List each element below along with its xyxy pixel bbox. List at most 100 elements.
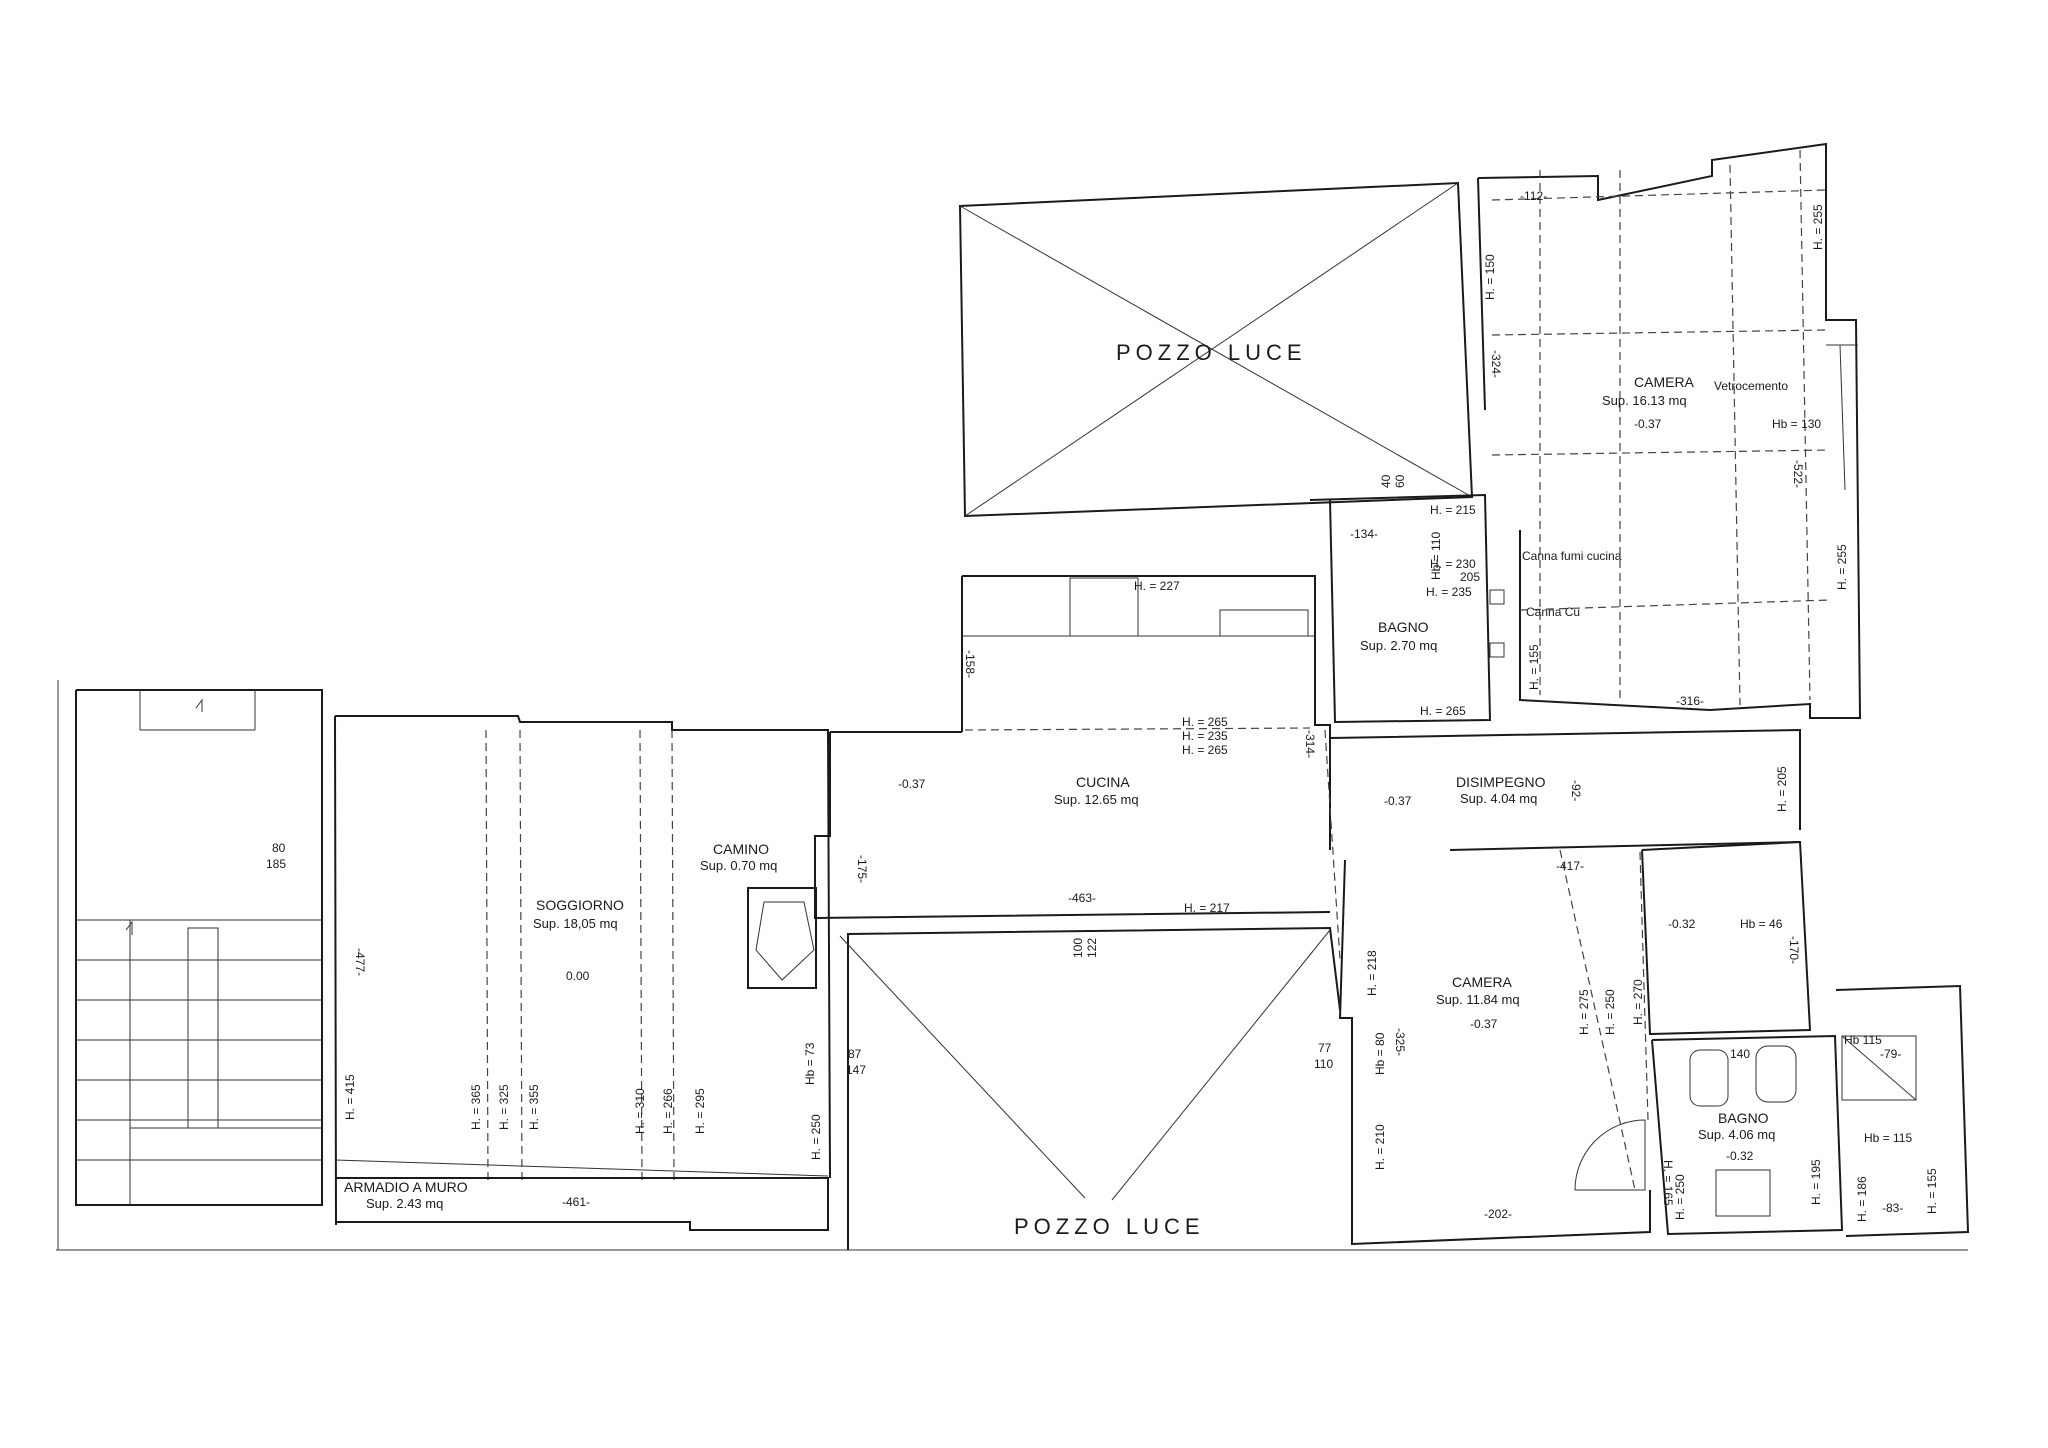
dim-h250a: H. = 250 [809,1114,823,1160]
dim-60: 60 [1393,474,1407,488]
dim-477: -477- [353,948,367,976]
dim-h235: H. = 235 [1426,585,1472,599]
hb115-label: Hb = 115 [1864,1131,1912,1145]
dim-h270: H. = 270 [1631,979,1645,1025]
room-camera-top-level: -0.37 [1634,417,1662,431]
dim-h217: H. = 217 [1184,901,1230,915]
light-well-top: POZZO LUCE [958,181,1474,518]
room-cucina-area: Sup. 12.65 mq [1054,792,1139,807]
room-camera-bottom-area: Sup. 11.84 mq [1436,992,1520,1007]
dim-h155b: H. = 155 [1925,1168,1939,1214]
dim-h227: H. = 227 [1134,579,1180,593]
dim-185: 185 [266,857,286,871]
light-well-bottom: POZZO LUCE [839,926,1341,1250]
dim-122: 122 [1085,938,1099,958]
room-bagno-top-name: BAGNO [1378,619,1429,635]
dim-110: 110 [1314,1057,1333,1071]
room-bagno-top: BAGNO Sup. 2.70 mq Canna fumi cucina Can… [1309,474,1622,724]
dim-h218: H. = 218 [1365,950,1379,996]
room-camera-top: CAMERA Sup. 16.13 mq -0.37 Vetrocemento … [1477,142,1862,719]
room-side: -0.32 Hb = 46 -170- [1641,840,1812,1036]
dim-h255b: H. = 255 [1835,544,1849,590]
dim-h265b: H. = 265 [1182,715,1228,729]
room-disimpegno: DISIMPEGNO Sup. 4.04 mq -0.37 H. = 205 -… [1324,728,1801,961]
dim-325: -325- [1393,1028,1407,1056]
dim-h325: H. = 325 [497,1084,511,1130]
dim-h155: H. = 155 [1527,644,1541,690]
dim-h186: H. = 186 [1855,1176,1869,1222]
dim-205: 205 [1460,570,1480,584]
dim-463: -463- [1068,891,1096,905]
room-bagno-bottom-area: Sup. 4.06 mq [1698,1127,1775,1142]
dim-314: -314- [1303,730,1317,758]
dim-h365: H. = 365 [469,1084,483,1130]
dim-134: -134- [1350,527,1378,541]
vetrocemento-label: Vetrocemento [1714,379,1788,393]
room-cucina-name: CUCINA [1076,774,1130,790]
room-disimpegno-level: -0.37 [1384,794,1412,808]
dim-170: -170- [1787,936,1801,964]
light-well-top-label: POZZO LUCE [1116,340,1307,365]
room-soggiorno-area: Sup. 18,05 mq [533,916,618,931]
dim-h265c: H. = 265 [1182,743,1228,757]
room-soggiorno-name: SOGGIORNO [536,897,624,913]
room-bagno-bottom-name: BAGNO [1718,1110,1769,1126]
dim-h165: H. = 165 [1661,1160,1675,1206]
room-camera-bottom-name: CAMERA [1452,974,1513,990]
dim-h266: H. = 266 [661,1088,675,1134]
hb73-label: Hb = 73 [803,1042,817,1085]
dim-h230: H. = 230 [1430,557,1476,571]
room-bagno-top-area: Sup. 2.70 mq [1360,638,1437,653]
room-bagno-bottom-level: -0.32 [1726,1149,1754,1163]
dim-h255a: H. = 255 [1811,204,1825,250]
room-side-level: -0.32 [1668,917,1696,931]
dim-100: 100 [1071,938,1085,958]
dim-522: -522- [1791,460,1805,488]
room-soggiorno: SOGGIORNO Sup. 18,05 mq 0.00 -477- H. = … [334,715,866,1226]
dim-79: -79- [1880,1047,1901,1061]
dim-h195: H. = 195 [1809,1159,1823,1205]
hb115b-label: Hb 115 [1844,1033,1882,1047]
room-disimpegno-name: DISIMPEGNO [1456,774,1546,790]
room-camino-name: CAMINO [713,841,769,857]
dim-140: 140 [1730,1047,1750,1061]
dim-h235b: H. = 235 [1182,729,1228,743]
stairwell: 80 185 [75,689,323,1206]
dim-175: -175- [855,855,869,883]
dim-h310: H. = 310 [633,1088,647,1134]
dim-147: 147 [846,1063,866,1077]
dim-112: -112- [1520,189,1547,203]
dim-77: 77 [1318,1041,1332,1055]
dim-40: 40 [1379,474,1393,488]
dim-h250b: H. = 250 [1603,989,1617,1035]
dim-h355: H. = 355 [527,1084,541,1130]
dim-158: -158- [963,650,977,678]
dim-417: -417- [1556,859,1584,873]
dim-h250c: H. = 250 [1673,1174,1687,1220]
dim-h150: H. = 150 [1483,254,1497,300]
canna-cu-label: Canna Cu [1526,605,1580,619]
room-soggiorno-level: 0.00 [566,969,590,983]
room-armadio: ARMADIO A MURO Sup. 2.43 mq -461- [335,1177,829,1231]
dim-h205: H. = 205 [1775,766,1789,812]
light-well-bottom-label: POZZO LUCE [1014,1214,1205,1239]
room-camino: CAMINO Sup. 0.70 mq [700,841,817,989]
canna-fumi-label: Canna fumi cucina [1522,549,1622,563]
dim-h275: H. = 275 [1577,989,1591,1035]
dim-h295: H. = 295 [693,1088,707,1134]
dim-83: -83- [1882,1201,1903,1215]
dim-h210: H. = 210 [1373,1124,1387,1170]
hb130-label: Hb = 130 [1772,417,1821,431]
room-armadio-area: Sup. 2.43 mq [366,1196,443,1211]
room-bagno-bottom: BAGNO Sup. 4.06 mq -0.32 140 H. = 165 H.… [1651,1034,1844,1236]
room-camino-area: Sup. 0.70 mq [700,858,777,873]
room-cucina: CUCINA Sup. 12.65 mq -0.37 H. = 227 -158… [814,575,1331,958]
room-camera-bottom: CAMERA Sup. 11.84 mq -0.37 77 110 H. = 2… [1314,849,1651,1246]
room-camera-top-area: Sup. 16.13 mq [1602,393,1687,408]
dim-92: -92- [1569,780,1583,801]
dim-h265a: H. = 265 [1420,704,1466,718]
dim-202: -202- [1484,1207,1512,1221]
room-shower: Hb 115 -79- Hb = 115 H. = 186 H. = 155 -… [1835,984,1970,1237]
room-camera-top-name: CAMERA [1634,374,1695,390]
